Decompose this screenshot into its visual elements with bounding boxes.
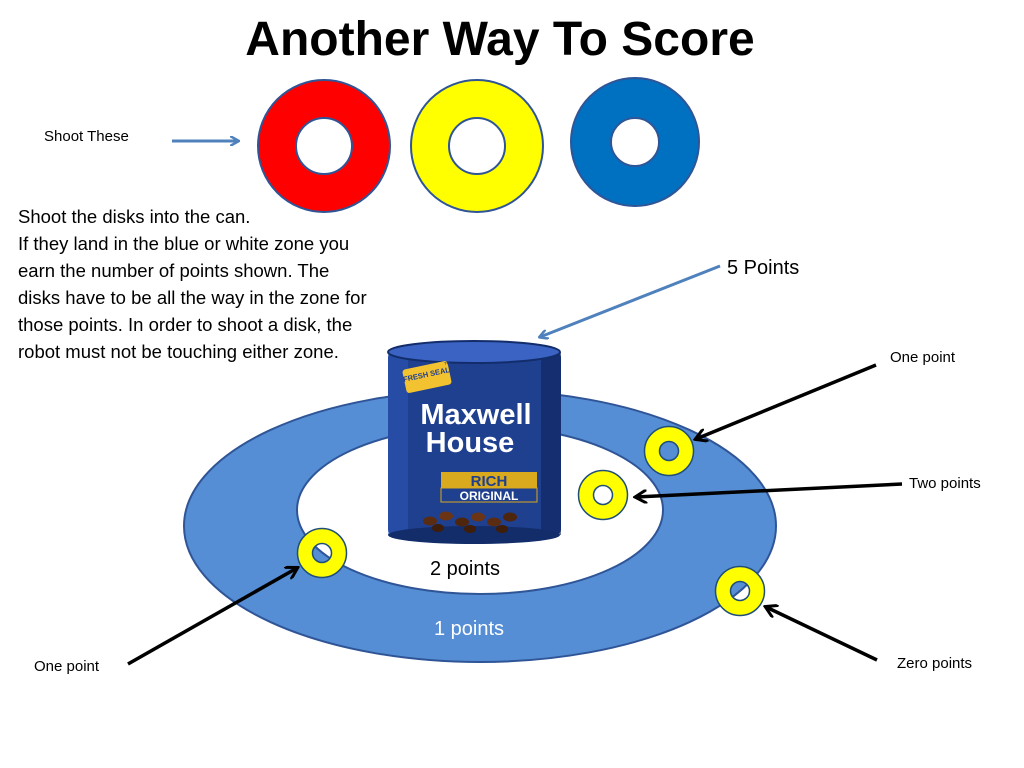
coffee-beans: [423, 511, 517, 533]
disk-yellow-outer-edge: [410, 79, 544, 213]
rich-band: [441, 472, 537, 488]
fresh-seal-mark: ™: [443, 361, 451, 369]
inner-zone-label: 2 points: [430, 558, 500, 580]
disk-blue: [570, 77, 700, 207]
can-lid: [387, 340, 561, 364]
five-points-arrow: [540, 264, 721, 337]
one-point-top-arrow: [696, 363, 877, 439]
instructions-line-1: Shoot the disks into the can.: [18, 206, 251, 227]
small-disk-bottom-right: [714, 565, 766, 617]
disk-blue-outer-edge: [570, 77, 700, 207]
instructions-text: Shoot the disks into the can. If they la…: [18, 203, 368, 365]
shoot-these-label: Shoot These: [44, 128, 129, 145]
two-points-arrow: [636, 482, 903, 497]
small-disk-top-right: [643, 425, 695, 477]
can-highlight: [388, 352, 408, 535]
zero-points-label: Zero points: [897, 655, 973, 672]
can-variant-top: RICH: [471, 473, 508, 490]
can-brand-bottom: House: [426, 427, 515, 459]
page-title: Another Way To Score: [245, 13, 755, 66]
one-point-bottom-label: One point: [34, 658, 100, 675]
disk-red-inner-edge: [295, 117, 353, 175]
disk-blue-inner-edge: [610, 117, 660, 167]
disk-red: [257, 79, 391, 213]
fresh-seal-badge: [402, 361, 452, 393]
five-points-label: 5 Points: [727, 257, 800, 279]
small-disk-middle: [577, 469, 629, 521]
one-point-top-label: One point: [890, 349, 956, 366]
coffee-can: FRESH SEAL ™ Maxwell House RICH ORIGINAL: [387, 340, 561, 544]
small-disk-left: [296, 527, 348, 579]
one-point-bottom-arrow: [127, 568, 297, 666]
disk-yellow-ring: [411, 80, 543, 212]
disk-yellow-inner-edge: [448, 117, 506, 175]
can-variant-bottom: ORIGINAL: [460, 489, 519, 503]
disk-red-outer-edge: [257, 79, 391, 213]
can-shadow: [541, 352, 561, 535]
outer-zone-label: 1 points: [434, 618, 504, 640]
can-base: [388, 526, 560, 544]
original-band: [440, 487, 538, 503]
can-brand-top: Maxwell: [420, 399, 531, 431]
two-points-label: Two points: [909, 475, 981, 492]
disk-red-ring: [258, 80, 390, 212]
disk-blue-ring: [571, 78, 699, 206]
disk-yellow: [410, 79, 544, 213]
instructions-line-2: If they land in the blue or white zone y…: [18, 233, 367, 362]
zero-points-arrow: [766, 607, 878, 662]
